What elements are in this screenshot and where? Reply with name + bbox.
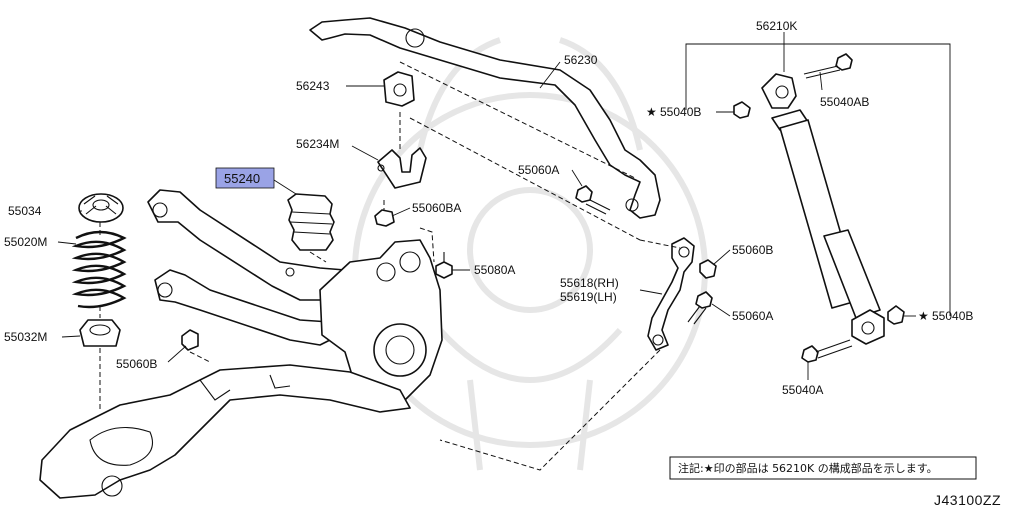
shock-absorber[interactable] <box>761 73 885 345</box>
note-text: 注記:★印の部品は 56210K の構成部品を示します。 <box>678 461 938 475</box>
bolt-55060B-left[interactable] <box>181 329 199 351</box>
label-55034: 55034 <box>8 204 42 218</box>
label-55040B-right: 55040B <box>932 309 973 323</box>
shock-bracket <box>685 32 951 316</box>
label-55040AB: 55040AB <box>820 95 869 109</box>
nut-55040B-right[interactable] <box>887 305 905 325</box>
label-55619: 55619(LH) <box>560 290 617 304</box>
bump-stop[interactable] <box>287 193 335 251</box>
label-55040A: 55040A <box>782 383 823 397</box>
diagram-code: J43100ZZ <box>934 492 1001 508</box>
label-55060BA: 55060BA <box>412 201 461 215</box>
lower-spring-seat[interactable] <box>79 319 121 347</box>
label-56230: 56230 <box>564 53 598 67</box>
label-56243: 56243 <box>296 79 330 93</box>
label-55060A-right: 55060A <box>732 309 773 323</box>
label-55240[interactable]: 55240 <box>224 171 260 186</box>
label-highlight <box>215 167 275 189</box>
stabilizer-clamp[interactable] <box>377 147 427 189</box>
star-marker-right: ★ <box>918 309 929 323</box>
stabilizer-connecting-rod[interactable] <box>647 237 695 351</box>
label-55060B-left: 55060B <box>116 357 157 371</box>
label-55032M: 55032M <box>4 330 47 344</box>
bolt-55040AB[interactable] <box>803 53 853 79</box>
suspension-member[interactable] <box>39 364 411 499</box>
assembly-lines <box>99 61 681 471</box>
bolt-55060A-top[interactable] <box>575 185 611 215</box>
label-55080A: 55080A <box>474 263 515 277</box>
leader-lines <box>57 61 916 380</box>
nut-55040B-left[interactable] <box>733 101 751 119</box>
bolt-55040A[interactable] <box>801 339 853 363</box>
note-box <box>669 456 977 480</box>
upper-spring-seat[interactable] <box>78 193 124 223</box>
stabilizer-bushing[interactable] <box>383 71 415 107</box>
rear-knuckle[interactable] <box>319 239 443 403</box>
label-55618: 55618(RH) <box>560 276 619 290</box>
label-56210K: 56210K <box>756 19 797 33</box>
nut-55060BA[interactable] <box>374 209 395 227</box>
label-56234M: 56234M <box>296 137 339 151</box>
bolt-55080A[interactable] <box>435 252 453 279</box>
bolt-55060A-right[interactable] <box>687 291 713 325</box>
label-55060B-right: 55060B <box>732 243 773 257</box>
coil-spring[interactable] <box>71 230 127 309</box>
label-55020M: 55020M <box>4 235 47 249</box>
stabilizer-bar[interactable] <box>309 17 661 219</box>
label-55060A-top: 55060A <box>518 163 559 177</box>
nut-55060B-right[interactable] <box>699 259 717 279</box>
label-55040B-left: 55040B <box>660 105 701 119</box>
star-marker-left: ★ <box>646 105 657 119</box>
